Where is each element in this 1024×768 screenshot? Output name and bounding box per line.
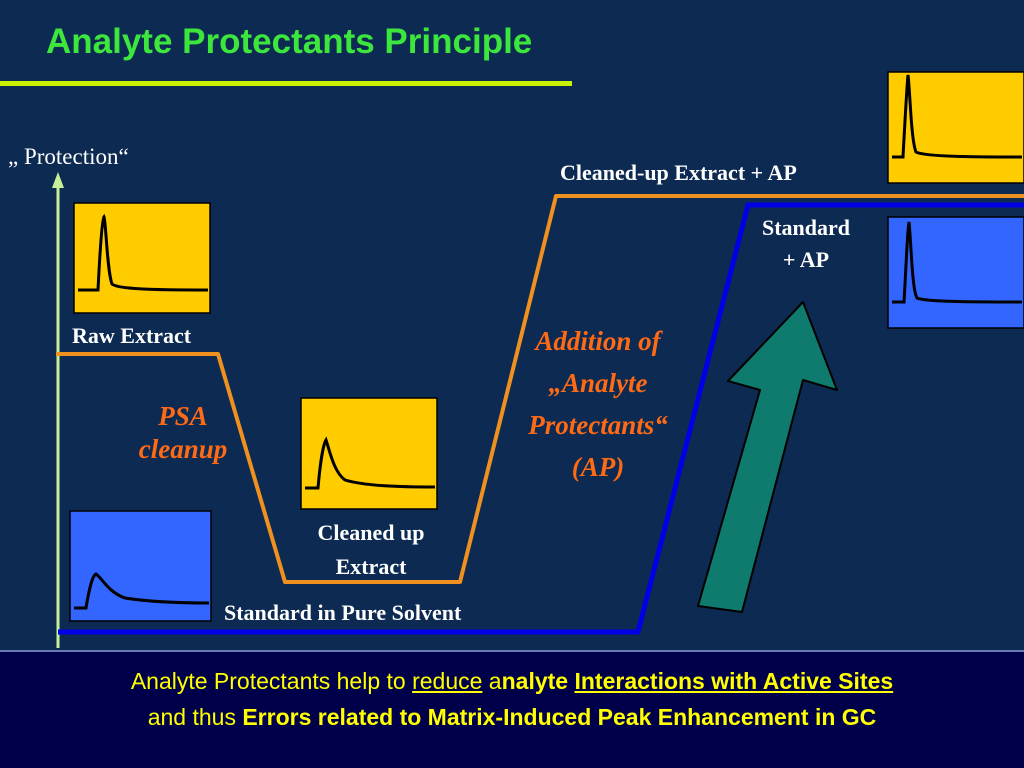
addition-ap-step: Addition of „Analyte Protectants“ (AP) bbox=[500, 320, 696, 488]
addition-ap-line-1: Addition of bbox=[535, 326, 661, 356]
summary-text-2a: and thus bbox=[147, 704, 243, 730]
standard-ap-line-2: + AP bbox=[782, 247, 830, 272]
summary-text-1d: nalyte bbox=[501, 668, 575, 694]
cleaned-up-extract-label: Cleaned up Extract bbox=[296, 516, 446, 584]
addition-ap-line-2: „Analyte bbox=[548, 368, 648, 398]
up-arrow bbox=[697, 301, 838, 613]
summary-line-2: and thus Errors related to Matrix-Induce… bbox=[0, 704, 1024, 731]
title-underline bbox=[0, 81, 572, 86]
addition-ap-line-4: (AP) bbox=[571, 452, 625, 482]
addition-ap-line-3: Protectants“ bbox=[528, 410, 668, 440]
standard-pure-solvent-label: Standard in Pure Solvent bbox=[224, 600, 462, 625]
raw-extract-label: Raw Extract bbox=[72, 323, 192, 348]
summary-text-1b: reduce bbox=[412, 668, 483, 694]
psa-cleanup-line-2: cleanup bbox=[138, 434, 228, 464]
psa-cleanup-line-1: PSA bbox=[158, 401, 208, 431]
summary-box: Analyte Protectants help to reduce analy… bbox=[0, 650, 1024, 768]
summary-text-1e: Interactions with Active Sites bbox=[574, 668, 894, 694]
protection-axis-label: „ Protection“ bbox=[8, 144, 129, 169]
page-title: Analyte Protectants Principle bbox=[46, 22, 533, 61]
cleaned-extract-ap-label: Cleaned-up Extract + AP bbox=[560, 160, 797, 185]
summary-text-2b: Errors related to Matrix-Induced Peak En… bbox=[242, 704, 877, 730]
standard-ap-label: Standard + AP bbox=[756, 212, 856, 276]
summary-text-1a: Analyte Protectants help to bbox=[130, 668, 413, 694]
summary-text-1c: a bbox=[482, 668, 502, 694]
summary-line-1: Analyte Protectants help to reduce analy… bbox=[0, 668, 1024, 695]
cleaned-extract-peak-icon bbox=[300, 397, 438, 510]
standard-ap-peak-icon bbox=[887, 216, 1024, 329]
cleaned-extract-ap-peak-icon bbox=[887, 71, 1024, 184]
standard-path bbox=[58, 202, 1024, 635]
cleaned-up-extract-line-2: Extract bbox=[335, 554, 407, 579]
psa-cleanup-step: PSA cleanup bbox=[118, 400, 248, 466]
cleaned-up-extract-line-1: Cleaned up bbox=[317, 520, 425, 545]
standard-ap-line-1: Standard bbox=[761, 215, 851, 240]
protection-axis bbox=[52, 172, 64, 648]
matrix-extract-path bbox=[56, 194, 1024, 584]
raw-extract-peak-icon bbox=[73, 202, 211, 314]
standard-solvent-peak-icon bbox=[69, 510, 212, 622]
